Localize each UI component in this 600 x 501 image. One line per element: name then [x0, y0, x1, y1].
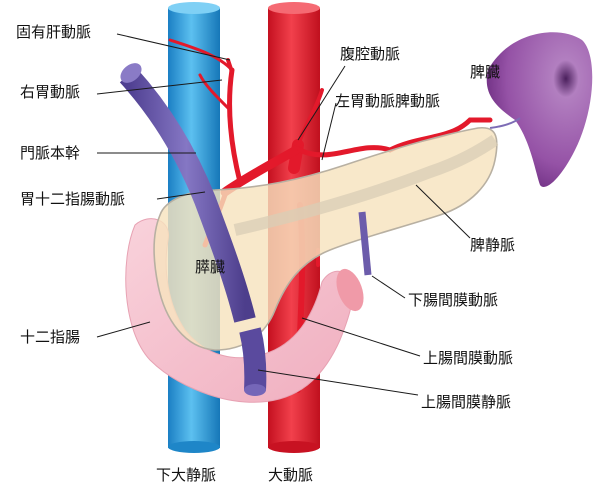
label-aorta: 大動脈: [268, 466, 313, 484]
label-duodenum: 十二指腸: [20, 328, 80, 346]
label-inferior-vena-cava: 下大静脈: [156, 466, 216, 484]
spleen: [486, 32, 593, 187]
label-common-hepatic-artery: 固有肝動脈: [16, 23, 91, 41]
label-inferior-mesenteric-artery: 下腸間膜動脈: [408, 291, 498, 309]
portal-venous-system: [119, 63, 499, 396]
label-right-gastric-artery: 右胃動脈: [20, 83, 80, 101]
label-portal-vein: 門脈本幹: [20, 144, 80, 162]
leader-lines: [96, 33, 471, 396]
label-pancreas: 膵臓: [195, 258, 225, 276]
label-spleen: 脾臓: [470, 63, 500, 81]
label-superior-mesenteric-vein: 上腸間膜静脈: [421, 393, 511, 411]
label-celiac-artery: 腹腔動脈: [340, 45, 400, 63]
label-superior-mesenteric-artery: 上腸間膜動脈: [423, 349, 513, 367]
label-splenic-vein: 脾静脈: [470, 236, 515, 254]
labels: 固有肝動脈 右胃動脈 門脈本幹 胃十二指腸動脈 十二指腸 膵臓 腹腔動脈 左胃動…: [16, 23, 515, 484]
label-left-gastric-splenic-artery: 左胃動脈脾動脈: [335, 92, 440, 110]
label-gastroduodenal-artery: 胃十二指腸動脈: [20, 190, 125, 208]
